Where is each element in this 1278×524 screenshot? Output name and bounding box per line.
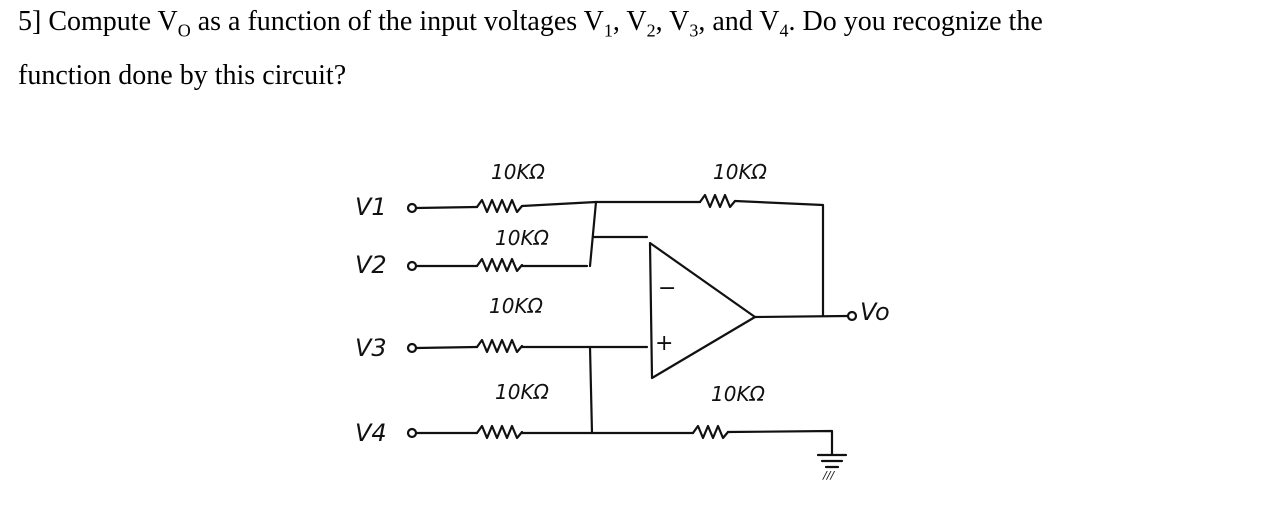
v2-terminal [406,260,418,272]
question-line-2: function done by this circuit? [18,60,347,91]
circuit-diagram: V1 V2 V3 V4 Vo 10KΩ 10KΩ 10KΩ 10KΩ 10KΩ … [355,160,890,482]
v3-terminal [406,342,418,354]
plus-node-vertical [588,345,594,435]
r3-label: 10KΩ [489,294,544,318]
q-text-part: , and V [698,6,780,37]
ground-label: /// [822,469,835,482]
output-terminal [846,310,858,322]
v3-label: V3 [355,334,387,362]
v3-wire [414,345,479,350]
r3-zigzag [475,338,524,354]
v1-terminal [406,202,418,214]
question-line-1: 5] Compute VO as a function of the input… [18,6,1043,42]
v4-terminal [406,427,418,439]
v2-label: V2 [355,251,387,279]
r2-zigzag [475,257,524,273]
rf-zigzag [698,193,737,209]
q-text-part: as a function of the input voltages V [190,6,604,37]
r2-label: 10KΩ [495,226,550,250]
q-subscript: 3 [689,20,699,41]
rf-label: 10KΩ [713,160,768,184]
q-subscript: O [177,20,191,41]
q-text-part: , V [612,6,647,37]
output-wire [753,314,849,319]
r1-zigzag [475,198,524,214]
q-text-part: . Do you recognize the [788,6,1043,37]
opamp-triangle [648,241,757,380]
r4-zigzag [475,424,524,440]
question-number: 5] [18,6,42,37]
q-subscript: 2 [646,20,656,41]
r1-label: 10KΩ [491,160,546,184]
v1-label: V1 [355,193,387,221]
q-subscript: 4 [779,20,789,41]
v4-label: V4 [355,419,387,447]
output-label: Vo [860,298,890,326]
rg-label: 10KΩ [711,382,766,406]
v2-vertical-to-top-node [588,200,598,268]
r1-to-node [520,200,598,208]
r4-label: 10KΩ [495,380,550,404]
rg-zigzag [691,424,730,440]
opamp-minus-sign: − [658,276,676,301]
q-text-part: , V [655,6,690,37]
v1-wire [414,205,479,210]
opamp-plus-sign: + [655,331,673,356]
ground-symbol [816,453,848,469]
q-subscript: 1 [603,20,613,41]
feedback-wire-right [733,199,825,318]
rg-wire-right [726,429,834,457]
q-text-part: Compute V [48,6,178,37]
